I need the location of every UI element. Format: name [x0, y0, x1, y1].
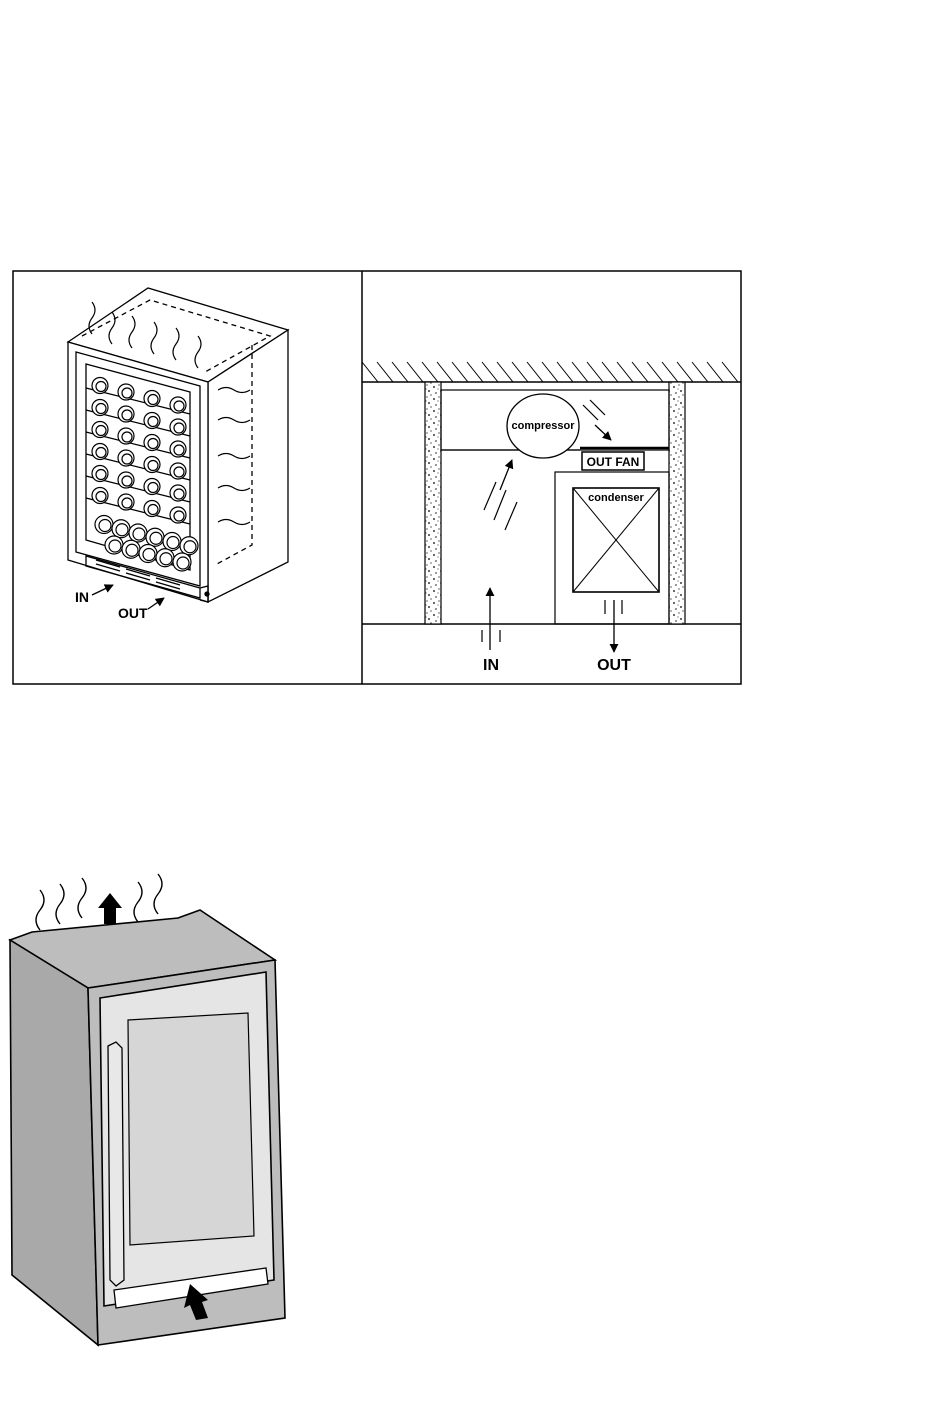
bottle-base: [126, 544, 138, 556]
hatch-line: [647, 362, 663, 382]
cooler-cabinet: [10, 910, 285, 1345]
bottle-base: [148, 439, 158, 449]
out-arrow-icon: [148, 598, 164, 609]
hatch-line: [362, 362, 378, 382]
bottle-base: [174, 401, 184, 411]
hatch-line: [662, 362, 678, 382]
compressor-label: compressor: [512, 420, 576, 432]
bottle-base: [96, 382, 106, 392]
hatch-line: [437, 362, 453, 382]
bottle-base: [167, 537, 179, 549]
right-out-label: OUT: [597, 657, 631, 674]
left-cabinet-wall: [425, 382, 441, 624]
bottle-base: [148, 395, 158, 405]
bottle-base: [122, 410, 132, 420]
bottle-base: [148, 417, 158, 427]
bottle-base: [96, 404, 106, 414]
hatch-line: [512, 362, 528, 382]
hatch-line: [527, 362, 543, 382]
hatch-line: [497, 362, 513, 382]
bottle-base: [174, 423, 184, 433]
out-fan-label: OUT FAN: [587, 455, 640, 469]
bottle-base: [96, 448, 106, 458]
hatch-line: [377, 362, 393, 382]
bottle-base: [148, 461, 158, 471]
fan-arrow-icon: [595, 425, 611, 440]
bottle-base: [174, 511, 184, 521]
hatch-line: [467, 362, 483, 382]
bottle-base: [116, 524, 128, 536]
ventilation-diagram-top: IN OUT compressor OUT FAN condenser IN O…: [0, 0, 950, 720]
bottle-base: [133, 528, 145, 540]
bottle-base: [174, 445, 184, 455]
bottle-base: [122, 498, 132, 508]
bottle-base: [96, 492, 106, 502]
bottle-base: [143, 549, 155, 561]
bottle-base: [184, 541, 196, 553]
bottle-base: [122, 388, 132, 398]
bottle-base: [148, 483, 158, 493]
hatch-line: [602, 362, 618, 382]
hatch-line: [617, 362, 633, 382]
hatch-line: [407, 362, 423, 382]
bottle-base: [174, 489, 184, 499]
bottle-base: [122, 476, 132, 486]
bottle-base: [99, 520, 111, 532]
bottle-base: [150, 532, 162, 544]
bottle-base: [160, 553, 172, 565]
bottle-base: [148, 505, 158, 515]
hatch-line: [542, 362, 558, 382]
hatch-line: [557, 362, 573, 382]
bottle-base: [96, 426, 106, 436]
left-in-label: IN: [75, 589, 89, 605]
right-cabinet-wall: [669, 382, 685, 624]
bottle-base: [122, 454, 132, 464]
hatch-line: [722, 362, 738, 382]
right-in-label: IN: [483, 657, 499, 674]
left-out-label: OUT: [118, 605, 148, 621]
bottle-base: [174, 467, 184, 477]
hatch-line: [677, 362, 693, 382]
ceiling-hatching: [362, 362, 738, 382]
hatch-line: [422, 362, 438, 382]
condenser-label: condenser: [588, 492, 644, 504]
hatch-line: [482, 362, 498, 382]
hatch-line: [632, 362, 648, 382]
hatch-line: [572, 362, 588, 382]
hatch-line: [392, 362, 408, 382]
bottle-base: [96, 470, 106, 480]
up-arrow-icon: [98, 893, 122, 924]
bottle-base: [177, 557, 189, 569]
in-arrow-icon: [92, 585, 113, 595]
ventilation-diagram-bottom: [0, 860, 950, 1360]
hatch-line: [587, 362, 603, 382]
hatch-line: [452, 362, 468, 382]
hatch-line: [707, 362, 723, 382]
bottle-base: [109, 540, 121, 552]
compressor-in-arrow-icon: [500, 460, 512, 490]
bottle-base: [122, 432, 132, 442]
hatch-line: [692, 362, 708, 382]
